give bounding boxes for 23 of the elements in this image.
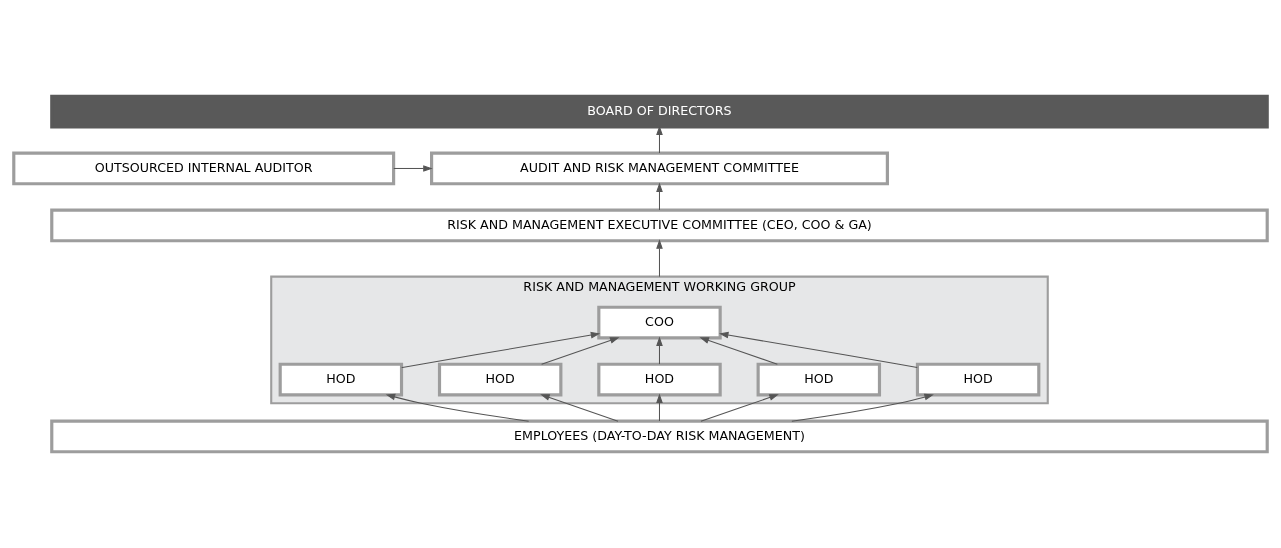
arrow: [656, 125, 663, 154]
node-box: EMPLOYEES (DAY-TO-DAY RISK MANAGEMENT): [50, 419, 1269, 454]
node-box: HOD: [915, 362, 1041, 397]
node-box: AUDIT AND RISK MANAGEMENT COMMITTEE: [430, 151, 889, 186]
arrow: [401, 331, 601, 369]
node-box: HOD: [756, 362, 882, 397]
arrow: [699, 337, 778, 365]
node-box: BOARD OF DIRECTORS: [50, 94, 1269, 129]
arrow: [541, 337, 620, 365]
arrow: [718, 331, 918, 368]
arrow: [393, 165, 433, 172]
node-box: HOD: [437, 362, 563, 397]
node-box: OUTSOURCED INTERNAL AUDITOR: [12, 151, 396, 186]
arrow: [656, 336, 663, 365]
node-box: HOD: [597, 362, 722, 397]
arrow: [656, 239, 663, 278]
arrow: [656, 393, 663, 422]
arrow: [791, 393, 934, 422]
arrow: [656, 182, 663, 211]
node-box: RISK AND MANAGEMENT EXECUTIVE COMMITTEE (CEO, COO & GA): [50, 208, 1269, 243]
node-box: COO: [597, 305, 722, 340]
arrow: [385, 393, 530, 422]
node-box: HOD: [278, 362, 404, 397]
